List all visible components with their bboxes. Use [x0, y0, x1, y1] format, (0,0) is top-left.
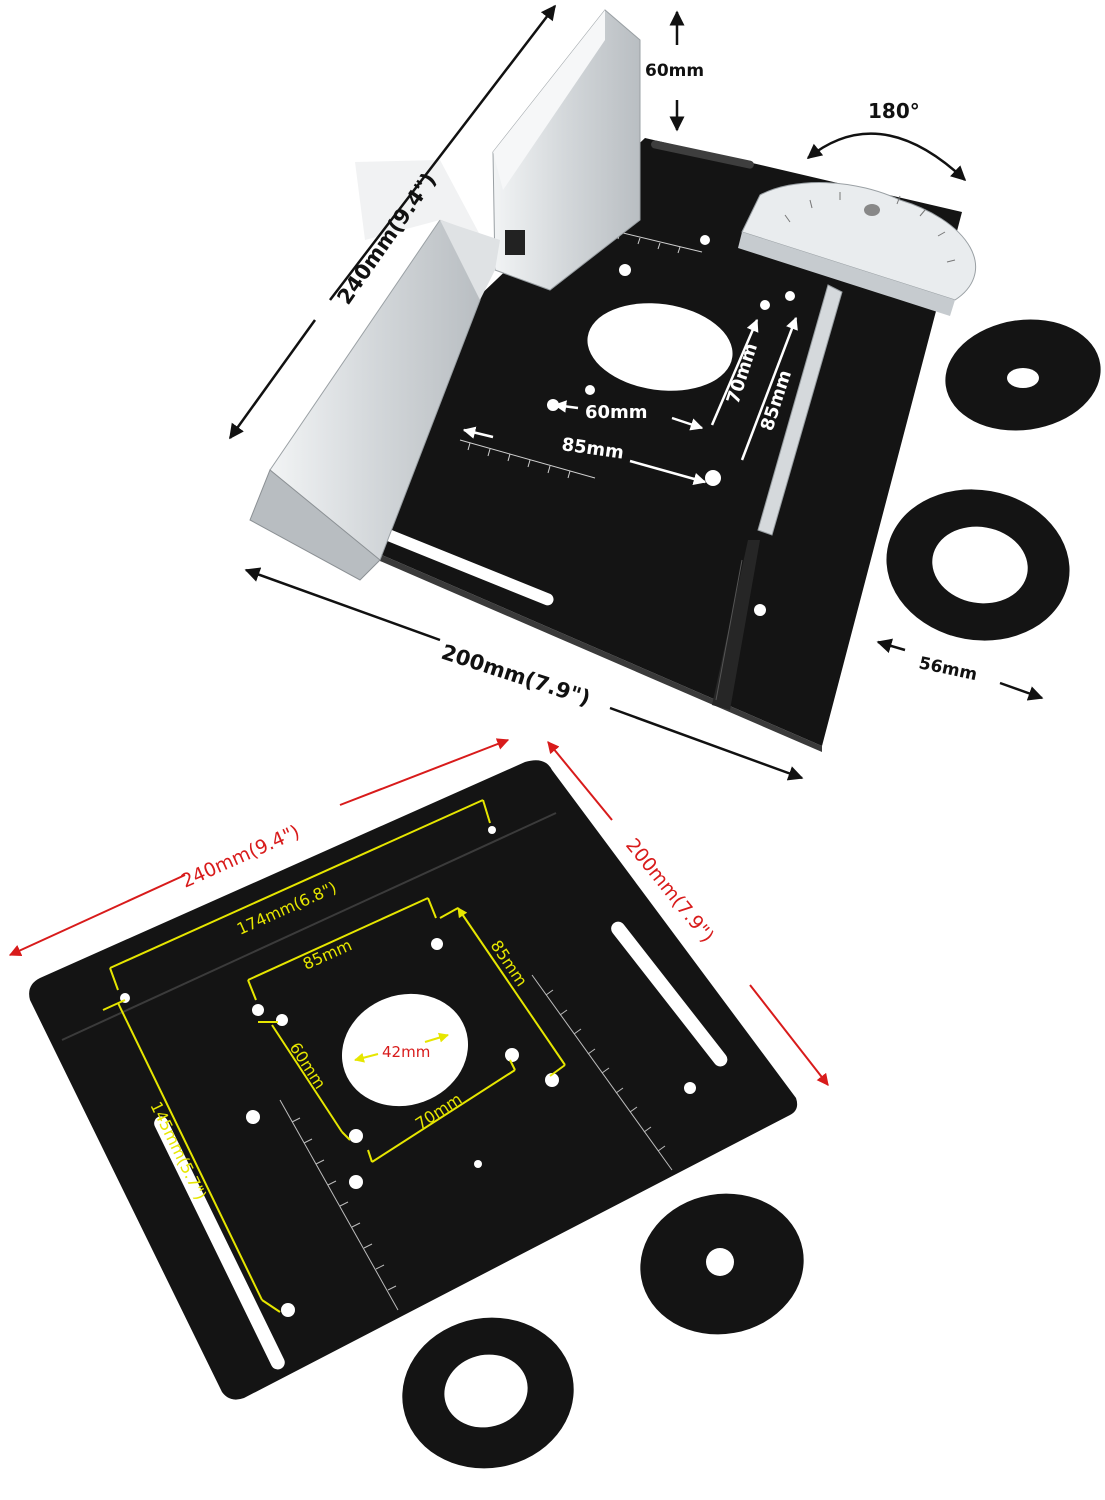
bottom-dim-yellow: [102, 799, 566, 1313]
bottom-router-plate: [29, 760, 798, 1400]
top-ring-label: 56mm: [917, 653, 979, 685]
top-angle-label: 180°: [868, 99, 920, 123]
bottom-dim-red: [8, 738, 829, 1086]
top-ring-large-hole: [886, 489, 1070, 641]
top-ring-small-hole: [945, 319, 1101, 431]
bottom-ruler-right: [531, 974, 673, 1171]
top-width-label: 200mm(7.9"): [438, 640, 593, 711]
bottom-ring-small-hole: [640, 1193, 804, 1335]
top-router-plate: [262, 138, 962, 752]
top-miter-gauge: [738, 181, 977, 536]
bottom-ring-large-hole: [402, 1317, 574, 1469]
top-dim-arrows-white: [462, 316, 798, 485]
top-ruler-lower: [459, 439, 596, 479]
top-dim-arrows: [228, 4, 1044, 781]
top-fence-height-label: 60mm: [645, 61, 704, 81]
top-center-hole-label: 42mm: [612, 340, 671, 360]
top-60mm-label: 60mm: [585, 402, 648, 423]
bottom-center-hole-label: 42mm: [382, 1043, 430, 1061]
top-fence: [249, 9, 641, 581]
bottom-ruler-left: [279, 1099, 399, 1311]
